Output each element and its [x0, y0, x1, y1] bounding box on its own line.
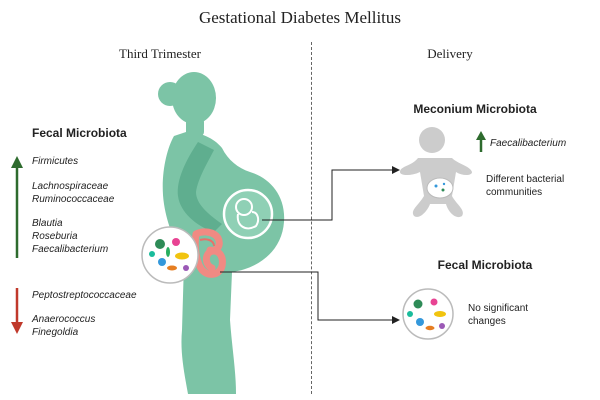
delivery-header: Delivery	[427, 46, 473, 61]
taxon-increased: Firmicutes	[32, 156, 79, 167]
baby-icon	[400, 127, 472, 218]
taxon-increased: Roseburia	[32, 231, 78, 242]
meconium-taxon-increased: Faecalibacterium	[490, 138, 567, 149]
taxon-increased: Ruminococcaceae	[32, 194, 115, 205]
taxon-decreased: Anaerococcus	[32, 314, 96, 325]
connector-to-infant-fecal	[220, 271, 394, 321]
taxon-decreased: Finegoldia	[32, 327, 79, 338]
taxon-decreased: Peptostreptococcaceae	[32, 290, 137, 301]
bacteria-circle-icon	[402, 288, 454, 340]
bacteria-circle-icon	[141, 226, 199, 284]
main-title: Gestational Diabetes Mellitus	[198, 8, 402, 27]
meconium-note: Different bacterial communities	[486, 174, 565, 198]
arrow-up-icon	[476, 131, 486, 152]
infant-fecal-heading: Fecal Microbiota	[437, 258, 533, 272]
maternal-fecal-heading: Fecal Microbiota	[32, 126, 127, 140]
arrow-up-icon	[11, 156, 23, 258]
woman-arm	[177, 142, 222, 232]
section-divider	[311, 42, 312, 394]
taxon-increased: Blautia	[32, 218, 63, 229]
infant-fecal-note: No significant changes	[468, 303, 529, 327]
fetus-icon	[222, 188, 274, 240]
taxon-increased: Faecalibacterium	[32, 244, 109, 255]
third-trimester-header: Third Trimester	[119, 46, 201, 61]
meconium-heading: Meconium Microbiota	[413, 102, 537, 116]
taxon-increased: Lachnospiraceae	[32, 181, 109, 192]
connector-to-meconium	[262, 169, 394, 221]
arrow-down-icon	[11, 288, 23, 334]
